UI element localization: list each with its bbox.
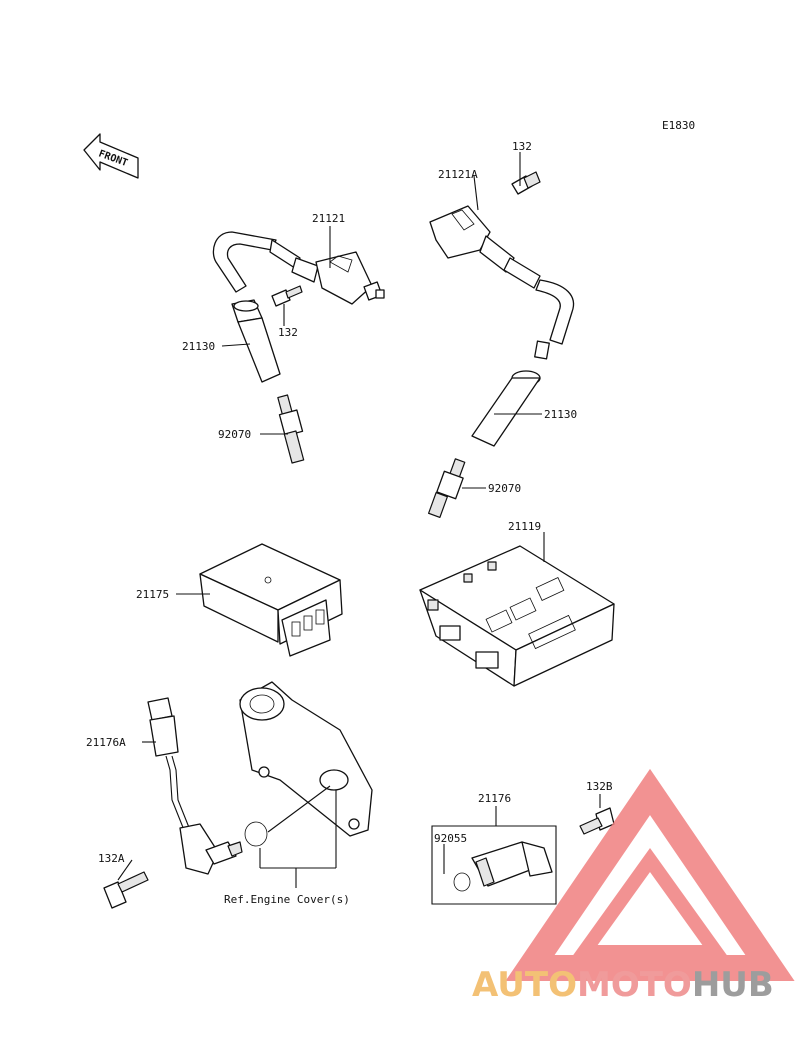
bolt-sensor-left [103, 871, 149, 909]
front-arrow-icon: FRONT [83, 133, 139, 179]
bolt-sensor-right [579, 807, 615, 835]
label-regulator: 21175 [136, 588, 169, 601]
plug-cap-left [231, 299, 281, 383]
label-bolt-sensor-right: 132B [586, 780, 613, 793]
oring-right [453, 872, 471, 892]
sensor-right [471, 841, 553, 887]
label-sensor-left: 21176A [86, 736, 126, 749]
label-cap-right: 21130 [544, 408, 577, 421]
watermark-logo: AUTOMOTOHUB [472, 768, 795, 1005]
bolt-left [271, 285, 303, 307]
regulator-unit [199, 543, 343, 657]
plug-cap-right [471, 370, 541, 447]
sensor-left [147, 697, 243, 875]
label-cap-left: 21130 [182, 340, 215, 353]
sensor-kit-box [431, 825, 557, 905]
watermark-text: AUTOMOTOHUB [472, 965, 774, 1005]
label-ref-note: Ref.Engine Cover(s) [224, 893, 350, 906]
ignition-coil-left [212, 231, 385, 305]
label-coil-left: 21121 [312, 212, 345, 225]
spark-plug-left [277, 394, 305, 464]
leader-lines [117, 152, 601, 888]
bolt-top-right [511, 171, 541, 195]
oring-left [244, 821, 268, 847]
spark-plug-right [427, 458, 466, 518]
label-oring: 92055 [434, 832, 467, 845]
label-plug-left: 92070 [218, 428, 251, 441]
watermark-auto: AUTO [472, 965, 577, 1005]
label-bolt-sensor-left: 132A [98, 852, 125, 865]
ignition-coil-right [429, 205, 575, 360]
label-ecu: 21119 [508, 520, 541, 533]
label-bolt-left: 132 [278, 326, 298, 339]
label-coil-right: 21121A [438, 168, 478, 181]
label-plug-right: 92070 [488, 482, 521, 495]
engine-cover [239, 681, 373, 837]
diagram-code: E1830 [662, 119, 695, 132]
label-bolt-top-right: 132 [512, 140, 532, 153]
watermark-moto: MOTO [577, 965, 692, 1005]
watermark-hub: HUB [692, 965, 774, 1005]
label-sensor-right: 21176 [478, 792, 511, 805]
ecu-unit [419, 545, 615, 687]
